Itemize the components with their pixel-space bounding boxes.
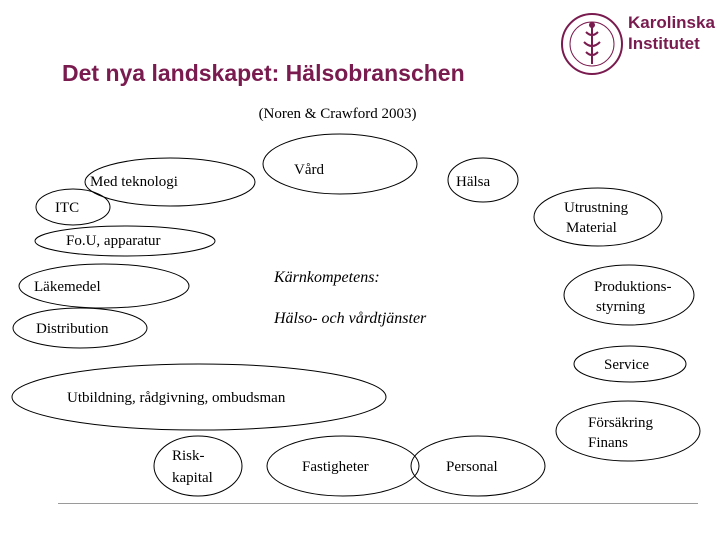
label-halsa: Hälsa [456,174,490,190]
label-utrustning-1: Utrustning [564,200,629,216]
karolinska-seal-logo [561,13,623,75]
ellipse-distribution [12,307,148,349]
label-utbildning: Utbildning, rådgivning, ombudsman [67,390,286,406]
ellipse-riskkapital [153,435,243,497]
logo-line-1: Karolinska [628,13,715,32]
slide-title: Det nya landskapet: Hälsobranschen [62,60,465,86]
label-forsakring-2: Finans [588,435,628,451]
ellipse-forsakring [555,400,701,462]
ellipse-fastigheter [266,435,420,497]
label-forsakring-1: Försäkring [588,415,653,431]
logo-line-2: Institutet [628,34,700,53]
label-risk-2: kapital [172,470,213,486]
label-risk-1: Risk- [172,448,205,464]
label-med-teknologi: Med teknologi [90,174,178,190]
label-fou: Fo.U, apparatur [66,233,161,249]
ellipse-personal [410,435,546,497]
label-vard: Vård [294,162,324,178]
label-utrustning-2: Material [566,220,617,236]
ellipse-halsa [447,157,519,203]
ellipse-utbildning [11,363,387,431]
label-fastigheter: Fastigheter [302,459,369,475]
label-service: Service [604,357,649,373]
ellipse-itc [35,188,111,226]
label-itc: ITC [55,200,79,216]
label-produktion-1: Produktions- [594,279,672,295]
ellipse-service [573,345,687,383]
ellipse-produktion [563,264,695,326]
ellipse-fou [34,225,216,257]
ellipse-vard [262,133,418,195]
karolinska-wordmark: Karolinska Institutet [628,12,715,54]
label-karnkompetens-2: Hälso- och vårdtjänster [273,310,427,327]
ellipse-med-teknologi [84,157,256,207]
footer-divider [58,503,698,504]
label-distribution: Distribution [36,321,109,337]
label-personal: Personal [446,459,498,475]
slide-subtitle: (Noren & Crawford 2003) [258,106,417,122]
label-lakemedel: Läkemedel [34,279,101,295]
label-produktion-2: styrning [596,299,646,315]
ellipse-utrustning [533,187,663,247]
ellipse-lakemedel [18,263,190,309]
label-karnkompetens-1: Kärnkompetens: [273,269,380,286]
